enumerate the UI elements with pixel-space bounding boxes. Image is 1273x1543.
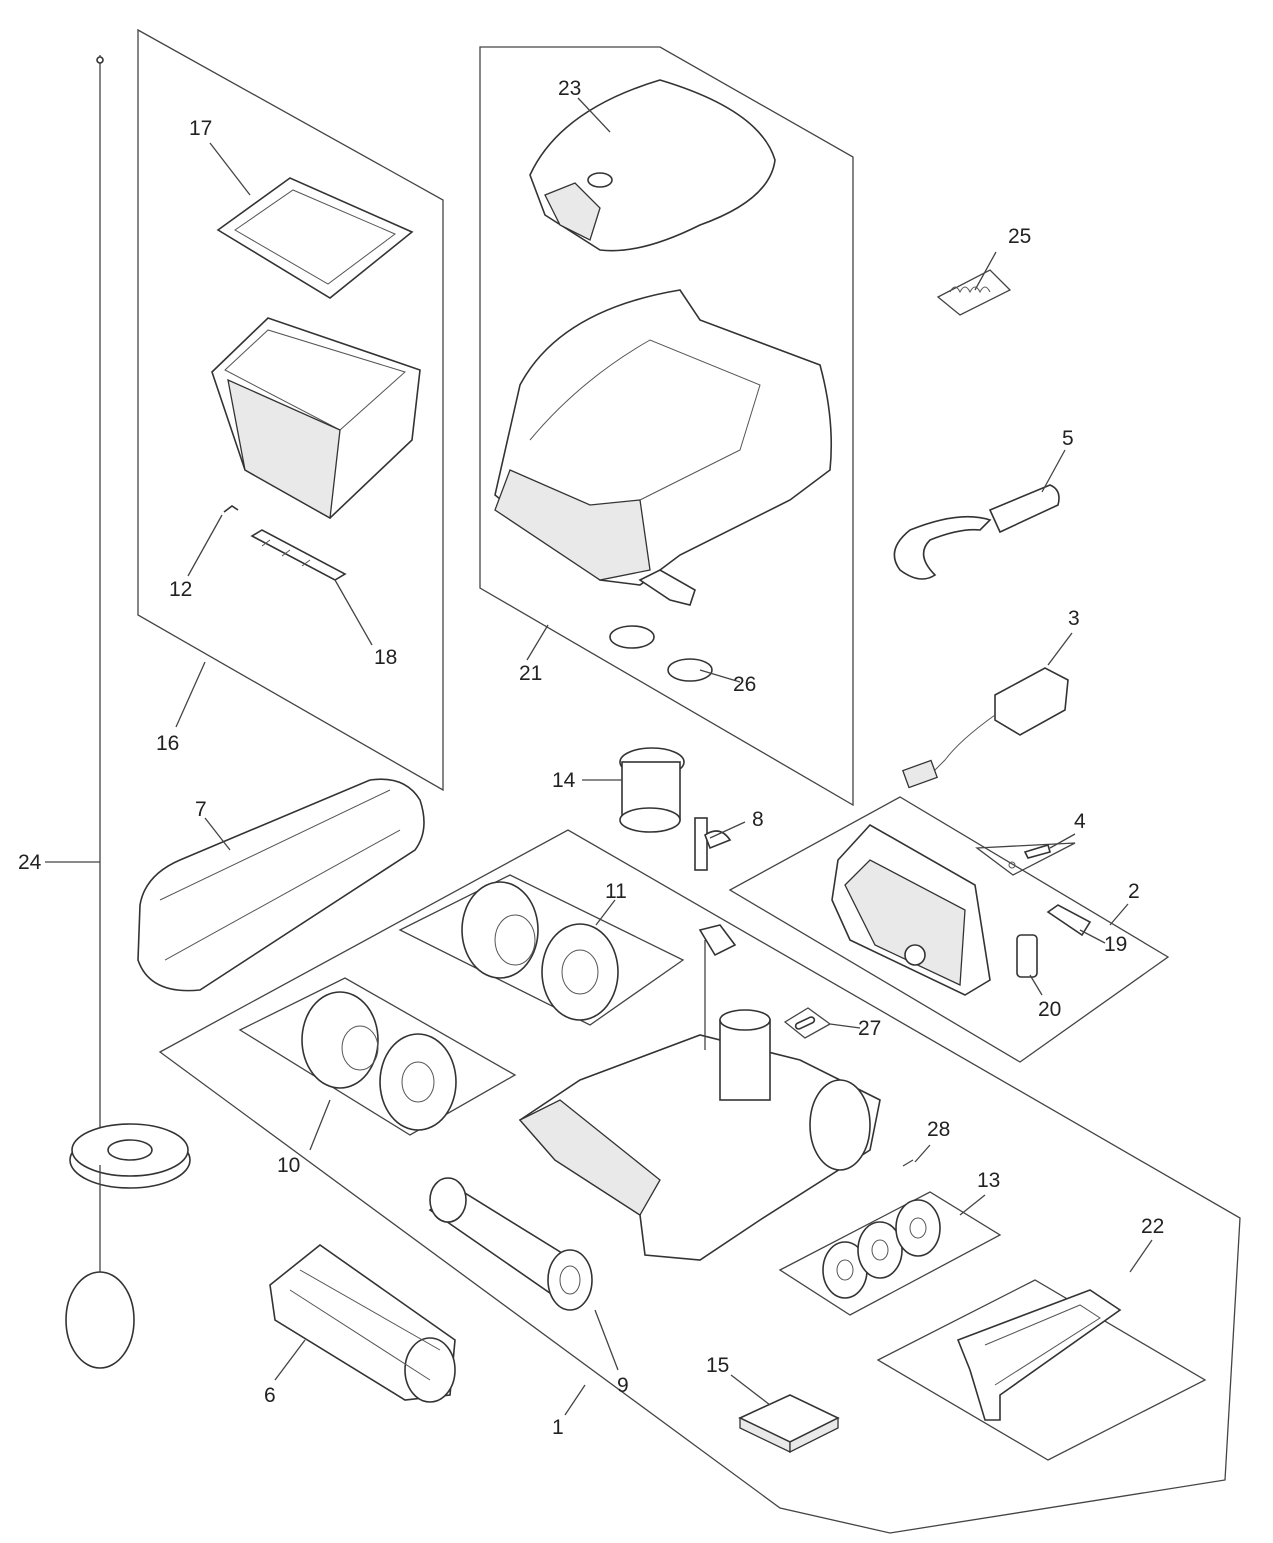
side-cover-part <box>956 1289 1122 1421</box>
pin-27-part <box>794 1016 816 1030</box>
panel-25-kit <box>936 269 1012 316</box>
callout-9: 9 <box>617 1374 629 1397</box>
callout-11: 11 <box>605 880 627 903</box>
filter-basket-part <box>211 317 421 520</box>
callout-2: 2 <box>1128 880 1140 903</box>
callout-10: 10 <box>277 1154 300 1177</box>
mesh-screen-part <box>250 529 347 581</box>
float-cable-part <box>65 55 191 1369</box>
panel-4-kit <box>975 842 1076 876</box>
callout-27: 27 <box>858 1017 881 1040</box>
clip-part <box>223 505 239 513</box>
wheel-pair-10-part <box>301 991 457 1131</box>
panel-13-gears <box>778 1191 1002 1316</box>
panel-1-chassis <box>158 829 1241 1534</box>
callout-16: 16 <box>156 732 179 755</box>
callout-5: 5 <box>1062 427 1074 450</box>
callout-6: 6 <box>264 1384 276 1407</box>
motor-block-part <box>831 823 991 996</box>
callout-14: 14 <box>552 769 576 792</box>
callout-13: 13 <box>977 1169 1000 1192</box>
callout-3: 3 <box>1068 607 1080 630</box>
callout-8: 8 <box>752 808 764 831</box>
callout-15: 15 <box>706 1354 729 1377</box>
callout-18: 18 <box>374 646 397 669</box>
callout-7: 7 <box>195 798 207 821</box>
callout-17: 17 <box>189 117 212 140</box>
seal-plate-19-part <box>1046 904 1092 937</box>
callout-24: 24 <box>18 851 42 874</box>
lid-cover-part <box>529 79 776 252</box>
panel-16-filter <box>137 28 444 792</box>
callout-4: 4 <box>1074 810 1086 833</box>
gear-set-part <box>822 1199 941 1299</box>
callout-21: 21 <box>519 662 542 685</box>
callout-22: 22 <box>1141 1215 1164 1238</box>
suction-pad-part <box>609 625 713 682</box>
filter-frame-part <box>216 177 414 299</box>
power-supply-part <box>901 667 1069 789</box>
wheel-pair-11-part <box>461 881 619 1021</box>
connector-20-part <box>1016 934 1038 978</box>
callout-12: 12 <box>169 578 192 601</box>
callout-23: 23 <box>558 77 581 100</box>
filter-cylinder-part <box>619 747 685 833</box>
panel-21-body <box>479 46 854 807</box>
panel-2-motor <box>728 796 1170 1063</box>
panel-22-cover <box>876 1279 1207 1461</box>
panel-11-wheels <box>398 874 685 1026</box>
body-housing-part <box>494 289 833 606</box>
callout-26: 26 <box>733 673 756 696</box>
callout-20: 20 <box>1038 998 1061 1021</box>
leader-lines <box>45 97 1153 1416</box>
track-belt-part <box>137 778 425 992</box>
roller-part <box>428 1177 593 1311</box>
callout-28: 28 <box>927 1118 950 1141</box>
brush-part <box>269 1244 456 1403</box>
spring-kit-part <box>949 286 991 294</box>
valve-part <box>694 817 732 871</box>
callout-1: 1 <box>552 1416 564 1439</box>
callout-25: 25 <box>1008 225 1031 248</box>
handle-part <box>893 484 1060 580</box>
callout-19: 19 <box>1104 933 1127 956</box>
pad-pack-part <box>738 1394 840 1454</box>
chassis-part <box>518 924 881 1261</box>
panel-10-wheels <box>238 977 517 1136</box>
seal-kit-4-part <box>1008 843 1051 869</box>
pin-28-part <box>902 1159 914 1167</box>
